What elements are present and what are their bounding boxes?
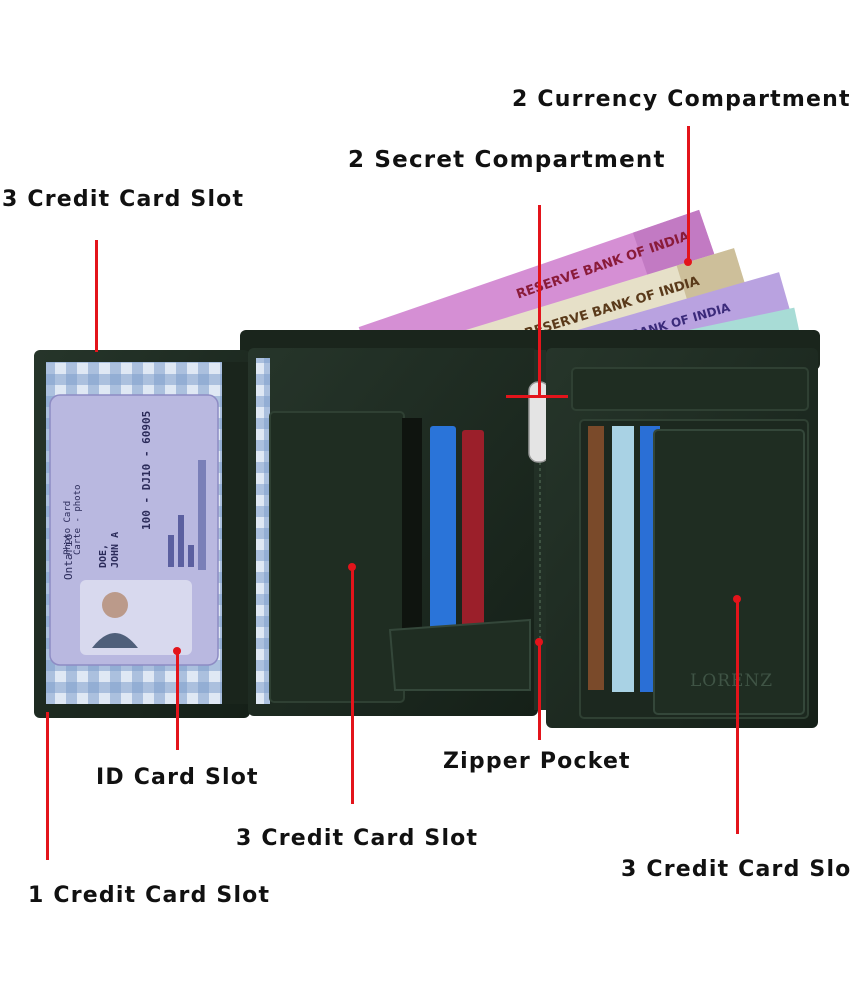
card-lightblue (612, 426, 634, 692)
label-zipper-pocket: Zipper Pocket (443, 749, 631, 774)
leader-secret (538, 205, 541, 397)
id-type-en: Photo Card (63, 501, 73, 555)
label-currency-compartment: 2 Currency Compartment (512, 87, 850, 112)
card-red (462, 430, 484, 644)
single-card-slot-edge (222, 362, 248, 704)
leader-secret-bar (506, 395, 568, 398)
id-card: Ontario Photo Card Carte - photo DOE, JO… (49, 394, 219, 666)
zipper (528, 350, 550, 710)
id-number: 100 - DJ10 - 60905 (140, 411, 153, 530)
label-right-credit-card-slot: 3 Credit Card Slot (621, 857, 850, 882)
snap-tab (388, 618, 531, 691)
portrait-head (102, 592, 128, 618)
leader-zipper (538, 640, 541, 740)
leader-middle-dot (348, 563, 356, 571)
right-panel: LORENZ (546, 348, 818, 728)
middle-panel (248, 348, 538, 716)
label-left-credit-card-slot: 3 Credit Card Slot (2, 187, 245, 212)
label-id-card-slot: ID Card Slot (96, 765, 259, 790)
leader-single (46, 712, 49, 860)
label-middle-credit-card-slot: 3 Credit Card Slot (236, 826, 479, 851)
card-brown (588, 426, 604, 690)
leader-middle (351, 566, 354, 804)
id-type-fr: Carte - photo (73, 485, 83, 555)
brand-logo: LORENZ (690, 671, 773, 691)
leader-zipper-dot (535, 638, 543, 646)
card-black (402, 418, 422, 648)
leader-right-dot (733, 595, 741, 603)
leader-right (736, 598, 739, 834)
id-province: Ontario (62, 534, 75, 580)
id-first-name: JOHN A (110, 532, 121, 568)
leader-id-dot (173, 647, 181, 655)
leader-left-top (95, 240, 98, 352)
leader-id (176, 650, 179, 750)
leader-currency (687, 126, 690, 262)
card-blue (430, 426, 456, 646)
middle-card-pocket (269, 411, 405, 703)
label-secret-compartment: 2 Secret Compartment (348, 147, 666, 173)
leader-currency-dot (684, 258, 692, 266)
label-single-credit-card-slot: 1 Credit Card Slot (28, 883, 271, 908)
portrait-body (92, 633, 138, 648)
id-last-name: DOE, (98, 544, 109, 568)
